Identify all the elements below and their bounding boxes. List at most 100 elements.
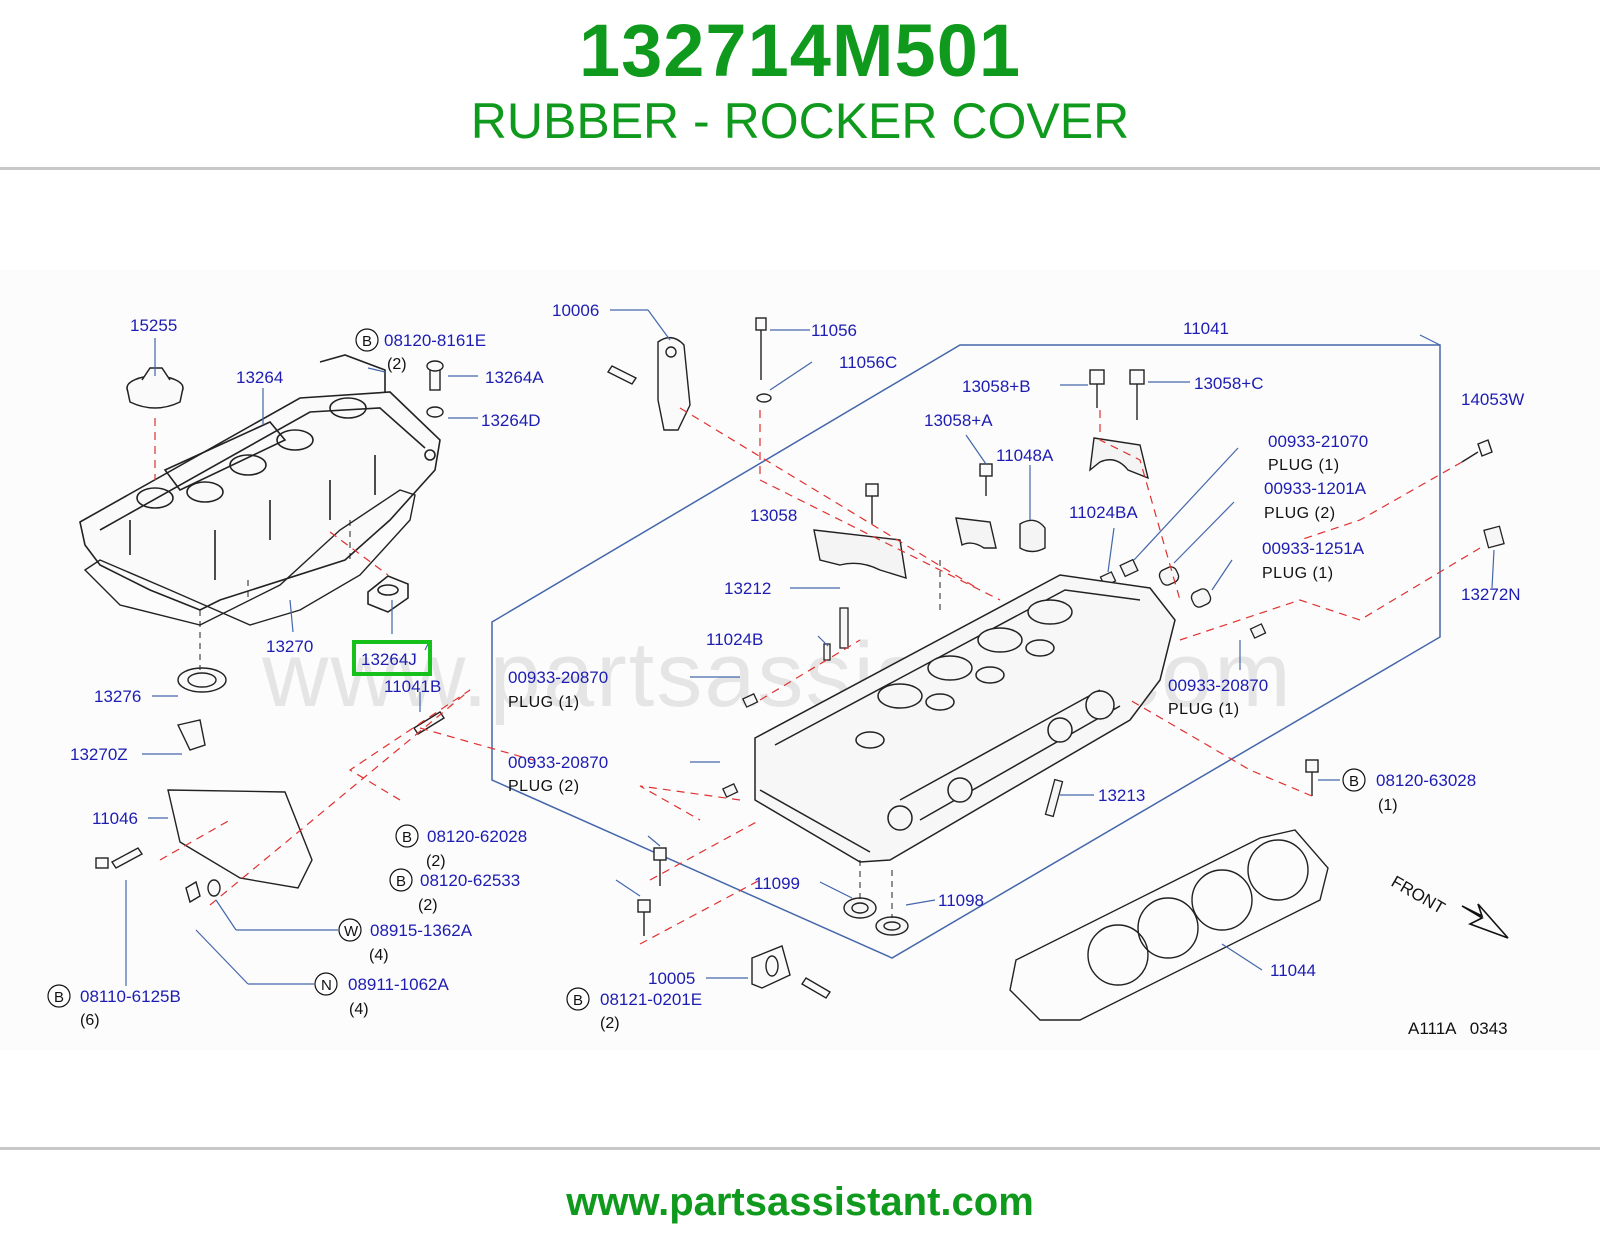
badge-b-icon xyxy=(566,987,590,1011)
badge-letters: B B B W N B B B xyxy=(54,333,1359,1009)
badge-b-icon xyxy=(355,328,379,352)
part-label-08120-62533[interactable]: 08120-62533 xyxy=(420,871,520,890)
part-label-13270z[interactable]: 13270Z xyxy=(70,745,128,764)
part-label-11041[interactable]: 11041 xyxy=(1183,319,1229,338)
part-label-08120-62028[interactable]: 08120-62028 xyxy=(427,827,527,846)
hidden-lines xyxy=(199,520,941,918)
part-label-11046[interactable]: 11046 xyxy=(92,809,138,828)
part-label-13058a[interactable]: 13058+A xyxy=(924,411,993,430)
badge-letter: B xyxy=(362,333,372,350)
plug-qty-label: PLUG (1) xyxy=(1268,457,1340,474)
part-label-08121-0201e[interactable]: 08121-0201E xyxy=(600,990,702,1009)
part-label-08120-63028[interactable]: 08120-63028 xyxy=(1376,771,1476,790)
part-label-00933-1201a[interactable]: 00933-1201A xyxy=(1264,479,1367,498)
part-label-11056c[interactable]: 11056C xyxy=(839,353,897,372)
camshaft-caps-drawing xyxy=(813,437,1150,579)
part-label-11098[interactable]: 11098 xyxy=(938,891,984,910)
part-label-13058b[interactable]: 13058+B xyxy=(962,377,1031,396)
qty-label: (4) xyxy=(349,1001,369,1018)
part-label-13058c[interactable]: 13058+C xyxy=(1194,374,1263,393)
badges xyxy=(47,328,1366,1011)
diagram-code: A111A 0343 xyxy=(1408,1019,1508,1038)
part-label-08110-6125b[interactable]: 08110-6125B xyxy=(80,987,181,1006)
part-label-13264j[interactable]: 13264J xyxy=(361,650,417,669)
leader-lines xyxy=(125,309,1495,986)
badge-letter: B xyxy=(396,873,406,890)
front-direction-label: FRONT xyxy=(1388,872,1448,918)
part-label-15255[interactable]: 15255 xyxy=(130,316,177,335)
rocker-gasket-drawing xyxy=(83,489,416,626)
part-labels: 15255 13264 08120-8161E (2) 13264A 13264… xyxy=(70,301,1524,1032)
part-label-11099[interactable]: 11099 xyxy=(754,874,800,893)
part-label-11044[interactable]: 11044 xyxy=(1270,961,1316,980)
qty-label: (2) xyxy=(600,1015,620,1032)
diagram-canvas: www.partsassistant.com xyxy=(47,301,1524,1038)
qty-label: (4) xyxy=(369,947,389,964)
part-label-13213[interactable]: 13213 xyxy=(1098,786,1145,805)
part-number-title: 132714M501 xyxy=(578,9,1022,92)
highlighted-part-box xyxy=(352,640,432,676)
qty-label: (2) xyxy=(426,853,446,870)
part-label-10005[interactable]: 10005 xyxy=(648,969,695,988)
part-label-08915-1362a[interactable]: 08915-1362A xyxy=(370,921,473,940)
part-label-00933-1251a[interactable]: 00933-1251A xyxy=(1262,539,1365,558)
qty-label: (6) xyxy=(80,1012,100,1029)
qty-label: (2) xyxy=(387,356,407,373)
part-label-10006[interactable]: 10006 xyxy=(552,301,599,320)
badge-letter: B xyxy=(1349,773,1359,790)
head-gasket-drawing xyxy=(1009,829,1329,1021)
part-label-00933-21070[interactable]: 00933-21070 xyxy=(1268,432,1368,451)
part-label-14053w[interactable]: 14053W xyxy=(1461,390,1524,409)
badge-letter: N xyxy=(321,977,332,994)
part-label-08120-8161e[interactable]: 08120-8161E xyxy=(384,331,486,350)
part-label-08911-1062a[interactable]: 08911-1062A xyxy=(348,975,449,994)
part-label-00933-20870[interactable]: 00933-20870 xyxy=(508,753,608,772)
badge-letter: W xyxy=(344,923,359,940)
badge-letter: B xyxy=(54,989,64,1006)
center-bolts-drawing xyxy=(755,317,1493,524)
part-label-11024b[interactable]: 11024B xyxy=(706,630,763,649)
part-label-11048a[interactable]: 11048A xyxy=(996,446,1054,465)
header-divider xyxy=(0,167,1600,170)
qty-label: (1) xyxy=(1378,797,1398,814)
badge-w-icon xyxy=(338,918,362,942)
badge-n-icon xyxy=(314,972,338,996)
badge-b-icon xyxy=(395,824,419,848)
part-label-13058[interactable]: 13058 xyxy=(750,506,797,525)
part-label-13212[interactable]: 13212 xyxy=(724,579,771,598)
assembly-guide-lines xyxy=(154,407,1481,945)
valve-seals-drawing xyxy=(843,897,909,936)
left-fasteners-drawing xyxy=(95,360,445,904)
cylinder-head-drawing xyxy=(754,574,1176,863)
qty-label: (2) xyxy=(418,897,438,914)
plug-qty-label: PLUG (1) xyxy=(1262,565,1334,582)
plug-qty-label: PLUG (2) xyxy=(1264,505,1336,522)
site-url[interactable]: www.partsassistant.com xyxy=(566,1180,1034,1224)
oil-filler-cap-drawing xyxy=(126,367,184,409)
part-label-13264d[interactable]: 13264D xyxy=(481,411,541,430)
part-name-subtitle: RUBBER - ROCKER COVER xyxy=(470,93,1130,149)
part-label-11041b[interactable]: 11041B xyxy=(384,677,441,696)
rocker-cover-rubber-drawing xyxy=(367,575,409,613)
part-label-13276[interactable]: 13276 xyxy=(94,687,141,706)
part-label-11024ba[interactable]: 11024BA xyxy=(1069,503,1138,522)
engine-slinger-rear-drawing xyxy=(637,759,1319,999)
plug-qty-label: PLUG (1) xyxy=(508,694,580,711)
part-label-11056[interactable]: 11056 xyxy=(811,321,857,340)
part-label-00933-20870[interactable]: 00933-20870 xyxy=(1168,676,1268,695)
badge-b-icon xyxy=(1342,768,1366,792)
rear-cover-plate-drawing xyxy=(167,789,313,889)
part-label-13264a[interactable]: 13264A xyxy=(485,368,544,387)
part-label-13272n[interactable]: 13272N xyxy=(1461,585,1521,604)
exploded-parts-diagram: www.partsassistant.com xyxy=(0,270,1600,1050)
badge-letter: B xyxy=(573,992,583,1009)
part-label-13264[interactable]: 13264 xyxy=(236,368,283,387)
cylinder-head-group-frame xyxy=(491,344,1441,959)
plug-qty-label: PLUG (1) xyxy=(1168,701,1240,718)
badge-b-icon xyxy=(47,984,71,1008)
footer-divider xyxy=(0,1147,1600,1150)
part-label-13270[interactable]: 13270 xyxy=(266,637,313,656)
badge-letter: B xyxy=(402,829,412,846)
part-label-00933-20870[interactable]: 00933-20870 xyxy=(508,668,608,687)
front-arrow-icon xyxy=(1461,903,1509,939)
